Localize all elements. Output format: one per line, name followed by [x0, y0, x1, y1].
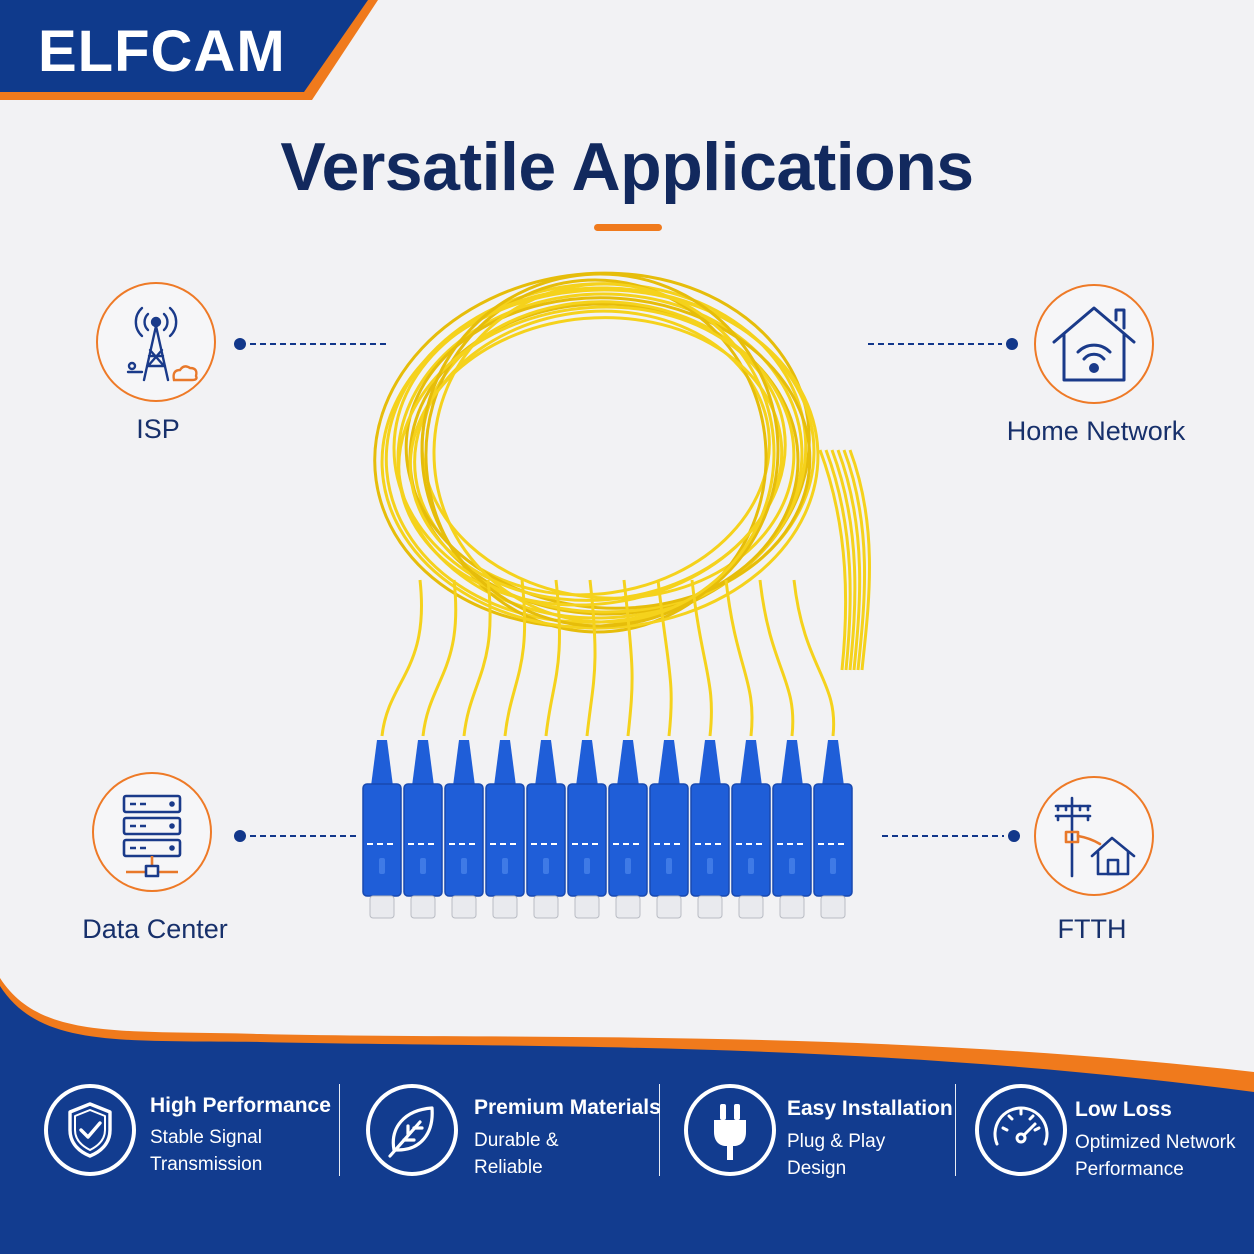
- fiber-loose-end: [836, 449, 862, 671]
- sc-connector: [403, 740, 443, 919]
- fiber-lead: [380, 579, 423, 737]
- home-network-icon-ring: [1034, 284, 1154, 404]
- shield-check-icon: [68, 1102, 112, 1158]
- premium-materials-icon-ring: [366, 1084, 458, 1176]
- fiber-coil-loop: [413, 309, 771, 597]
- isp-icon-ring: [96, 282, 216, 402]
- fiber-lead: [503, 579, 527, 737]
- fiber-lead: [690, 579, 713, 737]
- sc-connector: [567, 740, 607, 919]
- sc-connector: [649, 740, 689, 919]
- fiber-lead: [724, 579, 754, 737]
- server-rack-icon: [122, 794, 182, 878]
- high-performance-line2: Transmission: [150, 1154, 263, 1175]
- feature-divider: [339, 1084, 340, 1176]
- fiber-lead: [544, 579, 561, 737]
- utility-pole-house-icon: [1054, 796, 1136, 878]
- isp-label: ISP: [136, 414, 180, 444]
- fiber-coil-loop: [392, 286, 816, 614]
- high-performance-icon-ring: [44, 1084, 136, 1176]
- cell-tower-icon: [126, 306, 198, 382]
- data-center-label: Data Center: [82, 914, 228, 944]
- fiber-pigtail-illustration: [362, 271, 871, 919]
- feature-divider: [955, 1084, 956, 1176]
- high-performance-title: High Performance: [150, 1094, 331, 1117]
- fiber-coil-loop: [424, 278, 768, 634]
- sc-connector: [690, 740, 730, 919]
- easy-installation-title: Easy Installation: [787, 1097, 953, 1120]
- fiber-coil-loop: [396, 292, 804, 620]
- fiber-lead: [421, 579, 458, 737]
- brand-logo-text: ELFCAM: [38, 19, 286, 84]
- gauge-icon: [993, 1106, 1049, 1146]
- easy-installation-line2: Design: [787, 1158, 847, 1179]
- sc-connector: [362, 740, 402, 919]
- fiber-lead: [622, 579, 634, 737]
- fiber-loose-end: [848, 449, 871, 671]
- title-underline: [594, 224, 662, 231]
- ftth-icon-ring: [1034, 776, 1154, 896]
- data-center-icon-ring: [92, 772, 212, 892]
- fiber-coil-loop: [432, 282, 776, 624]
- sc-connector: [608, 740, 648, 919]
- fiber-lead: [758, 579, 795, 737]
- fiber-lead: [792, 579, 836, 737]
- fiber-coil-loop: [408, 316, 784, 602]
- fiber-coil-loop: [380, 288, 820, 630]
- low-loss-icon-ring: [975, 1084, 1067, 1176]
- fiber-lead: [462, 579, 492, 737]
- low-loss-title: Low Loss: [1075, 1098, 1172, 1121]
- home-network-connector-line: [868, 338, 1018, 350]
- premium-materials-title: Premium Materials: [474, 1096, 661, 1119]
- fiber-loose-end: [824, 449, 852, 671]
- plug-icon: [714, 1104, 746, 1160]
- feature-divider: [659, 1084, 660, 1176]
- fiber-lead: [585, 579, 597, 737]
- low-loss-line2: Performance: [1075, 1159, 1184, 1180]
- fiber-loose-end: [830, 449, 857, 671]
- fiber-lead: [656, 579, 673, 737]
- data-center-connector-line: [234, 830, 358, 842]
- sc-connector: [772, 740, 812, 919]
- easy-installation-icon-ring: [684, 1084, 776, 1176]
- fiber-loose-end: [842, 449, 866, 671]
- premium-materials-line2: Reliable: [474, 1157, 543, 1178]
- sc-connector: [485, 740, 525, 919]
- sc-connector: [444, 740, 484, 919]
- sc-connector: [813, 740, 853, 919]
- fiber-coil-loop: [397, 305, 787, 607]
- ftth-connector-line: [882, 830, 1020, 842]
- leaf-icon: [388, 1106, 434, 1158]
- isp-connector-line: [234, 338, 388, 350]
- fiber-coil-loop: [420, 272, 780, 628]
- home-wifi-icon: [1052, 306, 1136, 382]
- sc-connector: [731, 740, 771, 919]
- page-title: Versatile Applications: [280, 129, 974, 205]
- easy-installation-line1: Plug & Play: [787, 1131, 886, 1152]
- sc-connector: [526, 740, 566, 919]
- fiber-loose-end: [818, 449, 848, 671]
- ftth-label: FTTH: [1057, 914, 1127, 944]
- premium-materials-line1: Durable &: [474, 1130, 559, 1151]
- fiber-coil-loop: [404, 296, 812, 610]
- high-performance-line1: Stable Signal: [150, 1127, 262, 1148]
- low-loss-line1: Optimized Network: [1075, 1132, 1236, 1153]
- home-network-label: Home Network: [1006, 416, 1186, 446]
